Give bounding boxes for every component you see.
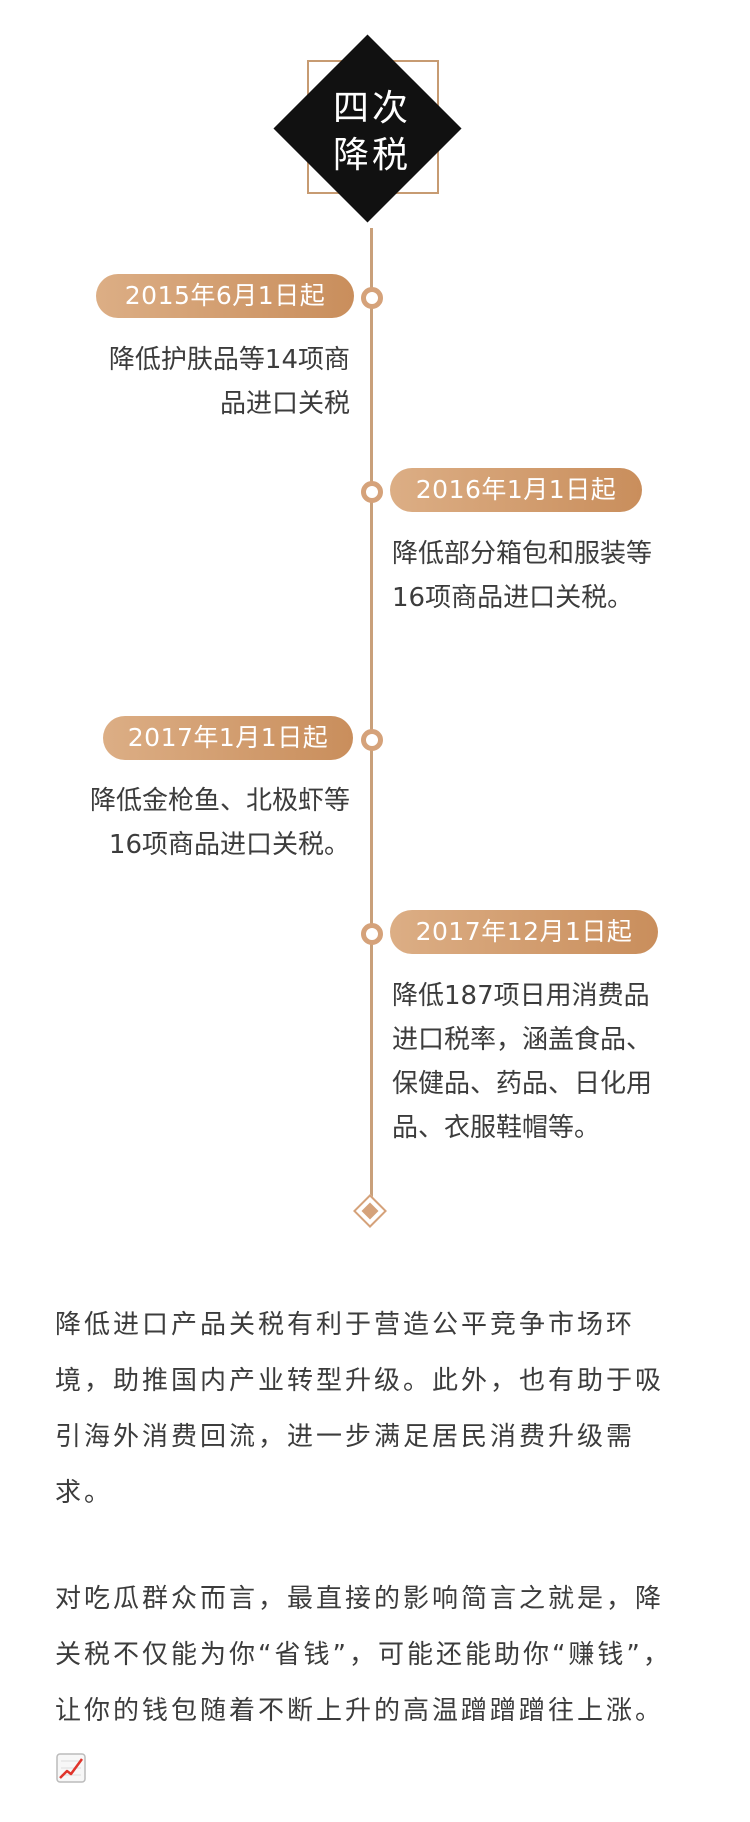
timeline-desc-4-line: 进口税率，涵盖食品、 xyxy=(392,1025,653,1055)
paragraph-line: 对吃瓜群众而言，最直接的影响简言之就是，降 xyxy=(55,1584,665,1614)
timeline-date-2: 2016年1月1日起 xyxy=(390,468,642,512)
timeline-desc-4-line: 保健品、药品、日化用 xyxy=(392,1069,653,1099)
timeline-dot-3 xyxy=(361,729,383,751)
timeline-desc-3-line: 16项商品进口关税。 xyxy=(108,830,350,860)
timeline-line xyxy=(370,228,373,1198)
paragraph-line: 关税不仅能为你“省钱”，可能还能助你“赚钱”， xyxy=(55,1640,672,1670)
timeline-date-1: 2015年6月1日起 xyxy=(96,274,354,318)
timeline-desc-1-line: 降低护肤品等14项商 xyxy=(108,345,350,375)
timeline-dot-1 xyxy=(361,287,383,309)
timeline-desc-3-line: 降低金枪鱼、北极虾等 xyxy=(89,786,350,816)
header-title-line2: 降税 xyxy=(332,135,411,176)
timeline-desc-2-line: 16项商品进口关税。 xyxy=(392,583,634,613)
timeline-desc-4-line: 品、衣服鞋帽等。 xyxy=(392,1113,601,1143)
body-paragraph-2: 对吃瓜群众而言，最直接的影响简言之就是，降 关税不仅能为你“省钱”，可能还能助你… xyxy=(55,1571,695,1739)
timeline-desc-1-line: 品进口关税 xyxy=(219,389,350,419)
timeline-desc-4: 降低187项日用消费品 进口税率，涵盖食品、 保健品、药品、日化用 品、衣服鞋帽… xyxy=(392,974,652,1150)
header-title-line1: 四次 xyxy=(332,88,411,129)
timeline-dot-2 xyxy=(361,481,383,503)
timeline-desc-2-line: 降低部分箱包和服装等 xyxy=(392,539,653,569)
timeline-desc-3: 降低金枪鱼、北极虾等 16项商品进口关税。 xyxy=(90,779,350,867)
paragraph-line: 求。 xyxy=(55,1478,114,1508)
timeline-desc-4-line: 降低187项日用消费品 xyxy=(392,981,650,1011)
timeline-date-4: 2017年12月1日起 xyxy=(390,910,658,954)
paragraph-line: 引海外消费回流，进一步满足居民消费升级需 xyxy=(55,1422,636,1452)
paragraph-line: 降低进口产品关税有利于营造公平竞争市场环 xyxy=(55,1310,636,1340)
timeline-date-3: 2017年1月1日起 xyxy=(103,716,353,760)
timeline-desc-1: 降低护肤品等14项商 品进口关税 xyxy=(109,338,350,426)
paragraph-line: 境，助推国内产业转型升级。此外，也有助于吸 xyxy=(55,1366,665,1396)
body-paragraph-1: 降低进口产品关税有利于营造公平竞争市场环 境，助推国内产业转型升级。此外，也有助… xyxy=(55,1297,695,1521)
header-title: 四次 降税 xyxy=(322,85,422,179)
timeline-dot-4 xyxy=(361,923,383,945)
chart-increasing-icon xyxy=(56,1753,86,1783)
timeline-desc-2: 降低部分箱包和服装等 16项商品进口关税。 xyxy=(392,532,652,620)
paragraph-line: 让你的钱包随着不断上升的高温蹭蹭蹭往上涨。 xyxy=(55,1696,665,1726)
